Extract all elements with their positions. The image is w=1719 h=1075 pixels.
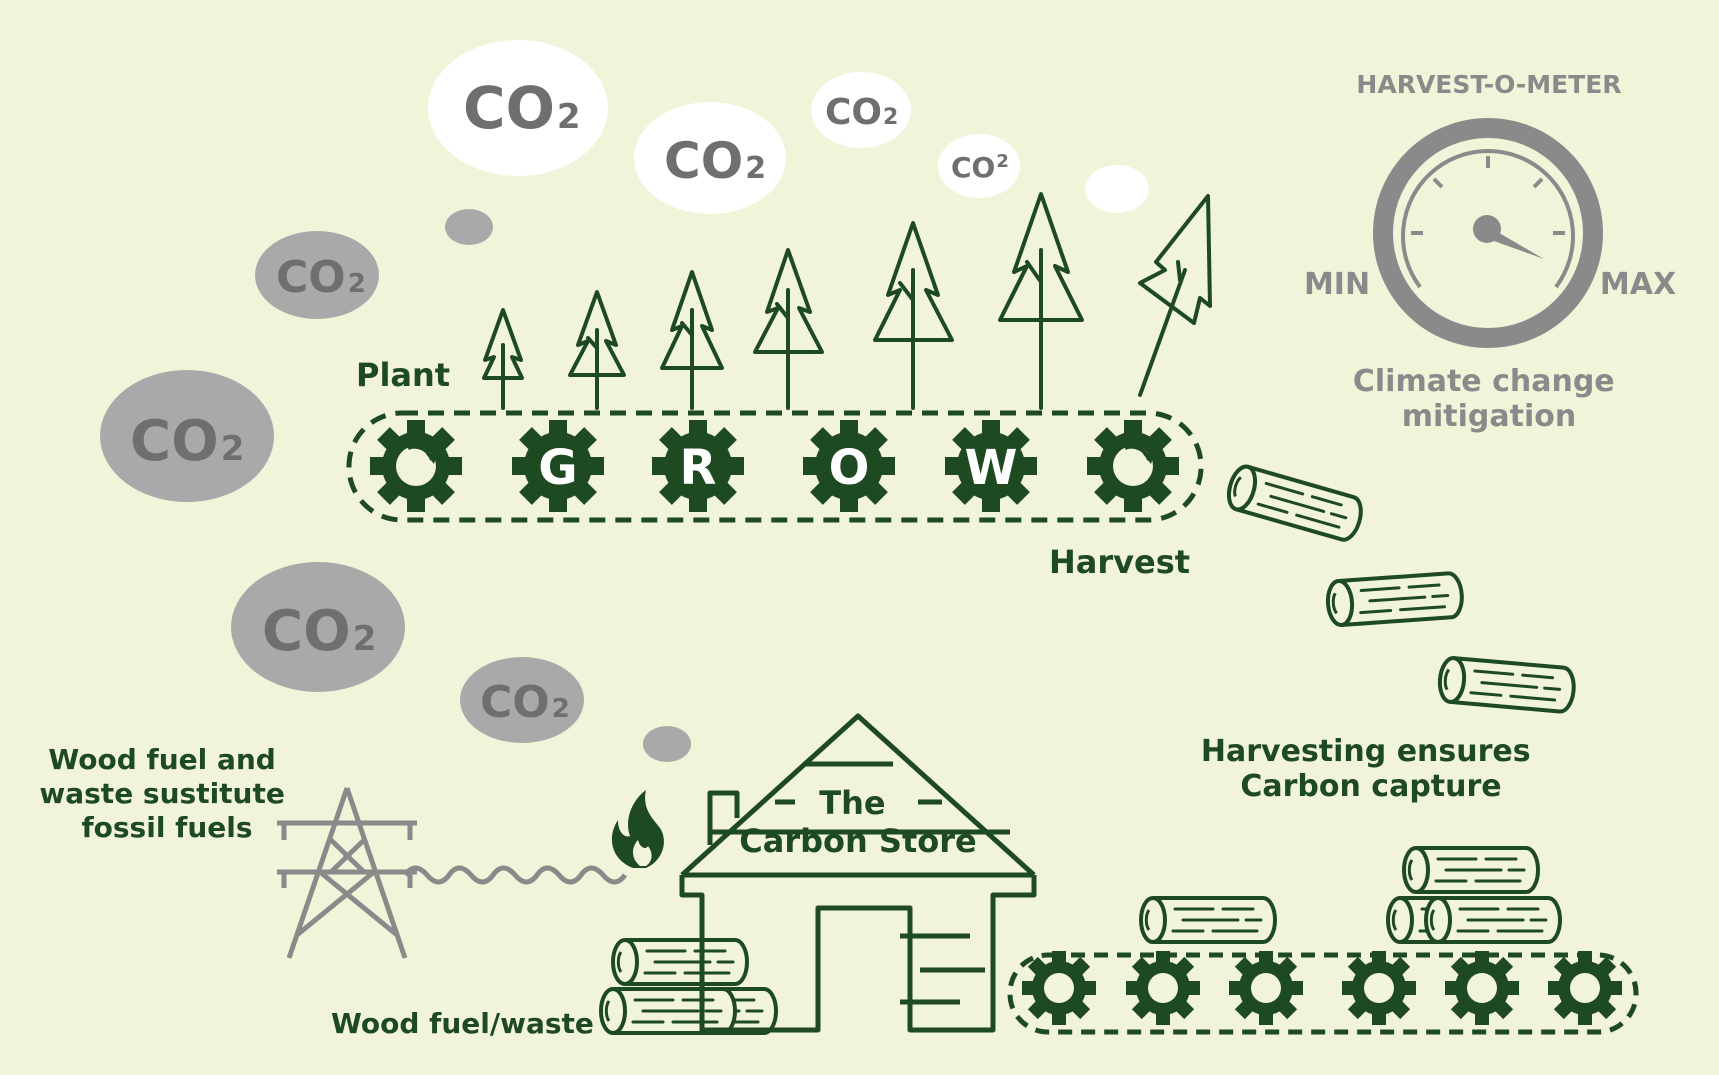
- log-icon: [611, 938, 749, 986]
- fire-icon: [611, 790, 664, 868]
- log-icon: [1436, 655, 1578, 715]
- svg-text:O: O: [829, 440, 870, 496]
- cloud-puff-grey: [445, 209, 493, 245]
- co2-cloud-grey-large: CO2: [100, 370, 274, 502]
- co2-cloud-label: CO2: [276, 252, 366, 303]
- co2-cloud-white-tiny: CO2: [938, 134, 1020, 198]
- plant-cycle-gear-icon: [370, 420, 462, 512]
- plant-label: Plant: [356, 356, 450, 394]
- co2-cloud-label: CO2: [130, 409, 244, 474]
- cloud-puff-white: [1085, 165, 1149, 213]
- carbon-store-house-icon: [679, 713, 1037, 1033]
- log-icon: [599, 987, 737, 1035]
- svg-text:G: G: [538, 440, 577, 496]
- gear-icon: [1229, 951, 1303, 1025]
- tree-icon-falling: [1138, 194, 1212, 397]
- log-stack: [1139, 846, 1562, 944]
- meter-needle: [1480, 223, 1544, 259]
- tree-icon: [998, 192, 1084, 410]
- meter-caption: Climate change mitigation: [1353, 364, 1625, 434]
- co2-cloud-label: CO2: [825, 92, 898, 133]
- log-icon: [1402, 846, 1540, 894]
- co2-cloud-grey-upper: CO2: [255, 231, 379, 319]
- co2-cloud-label: CO2: [951, 151, 1009, 185]
- power-cable: [402, 865, 628, 885]
- meter-ticks: [1411, 156, 1565, 235]
- gear-icon: [1548, 951, 1622, 1025]
- growing-trees: [482, 192, 1212, 410]
- harvesting-ensures-text: Harvesting ensures Carbon capture: [1201, 734, 1541, 804]
- meter-min-label: MIN: [1304, 267, 1370, 302]
- wood-fuel-waste-label: Wood fuel/waste: [331, 1007, 594, 1040]
- electricity-pylon-icon: [277, 787, 417, 959]
- wood-pile: [599, 938, 778, 1035]
- harvest-cycle-gear-icon: [1087, 420, 1179, 512]
- gear-icon: [1126, 951, 1200, 1025]
- co2-cloud-grey-small: CO2: [460, 657, 584, 743]
- gear-icon: [1445, 951, 1519, 1025]
- log-icon: [1424, 896, 1562, 944]
- tree-icon: [482, 308, 524, 410]
- log-icon: [1139, 896, 1277, 944]
- gear-letter-w: W: [945, 420, 1037, 512]
- co2-cloud-white-small: CO2: [811, 72, 911, 148]
- co2-cloud-label: CO2: [480, 677, 570, 728]
- tree-icon: [753, 248, 824, 410]
- co2-cloud-grey-lower: CO2: [231, 562, 405, 692]
- gear-icon: [1022, 951, 1096, 1025]
- log-icon: [1222, 461, 1368, 545]
- log-icon: [1324, 570, 1466, 628]
- gear-letter-g: G: [512, 420, 604, 512]
- meter-title: HARVEST-O-METER: [1356, 70, 1621, 99]
- tree-icon: [873, 221, 954, 410]
- co2-cloud-label: CO2: [262, 599, 376, 664]
- co2-cloud-label: CO2: [664, 132, 766, 190]
- tree-icon: [660, 270, 724, 410]
- tree-icon: [568, 290, 626, 410]
- harvest-label: Harvest: [1049, 543, 1190, 581]
- co2-cloud-label: CO2: [463, 74, 581, 142]
- svg-text:R: R: [680, 440, 717, 496]
- storage-conveyor: [1007, 951, 1639, 1035]
- meter-max-label: MAX: [1600, 267, 1676, 302]
- wood-fuel-substitute-text: Wood fuel and waste sustitute fossil fue…: [39, 743, 294, 844]
- gear-letter-o: O: [803, 420, 895, 512]
- co2-cloud-white-medium: CO2: [634, 102, 786, 214]
- harvest-o-meter: HARVEST-O-METER MIN MAX Climate change m…: [1304, 70, 1676, 434]
- gear-letter-r: R: [652, 420, 744, 512]
- gear-icon: [1342, 951, 1416, 1025]
- cloud-puff-grey: [643, 726, 691, 762]
- carbon-store-title: The Carbon Store: [739, 784, 976, 860]
- svg-text:W: W: [965, 440, 1018, 496]
- grow-conveyor: G R O W: [346, 410, 1204, 523]
- co2-cloud-white-large: CO2: [428, 40, 608, 176]
